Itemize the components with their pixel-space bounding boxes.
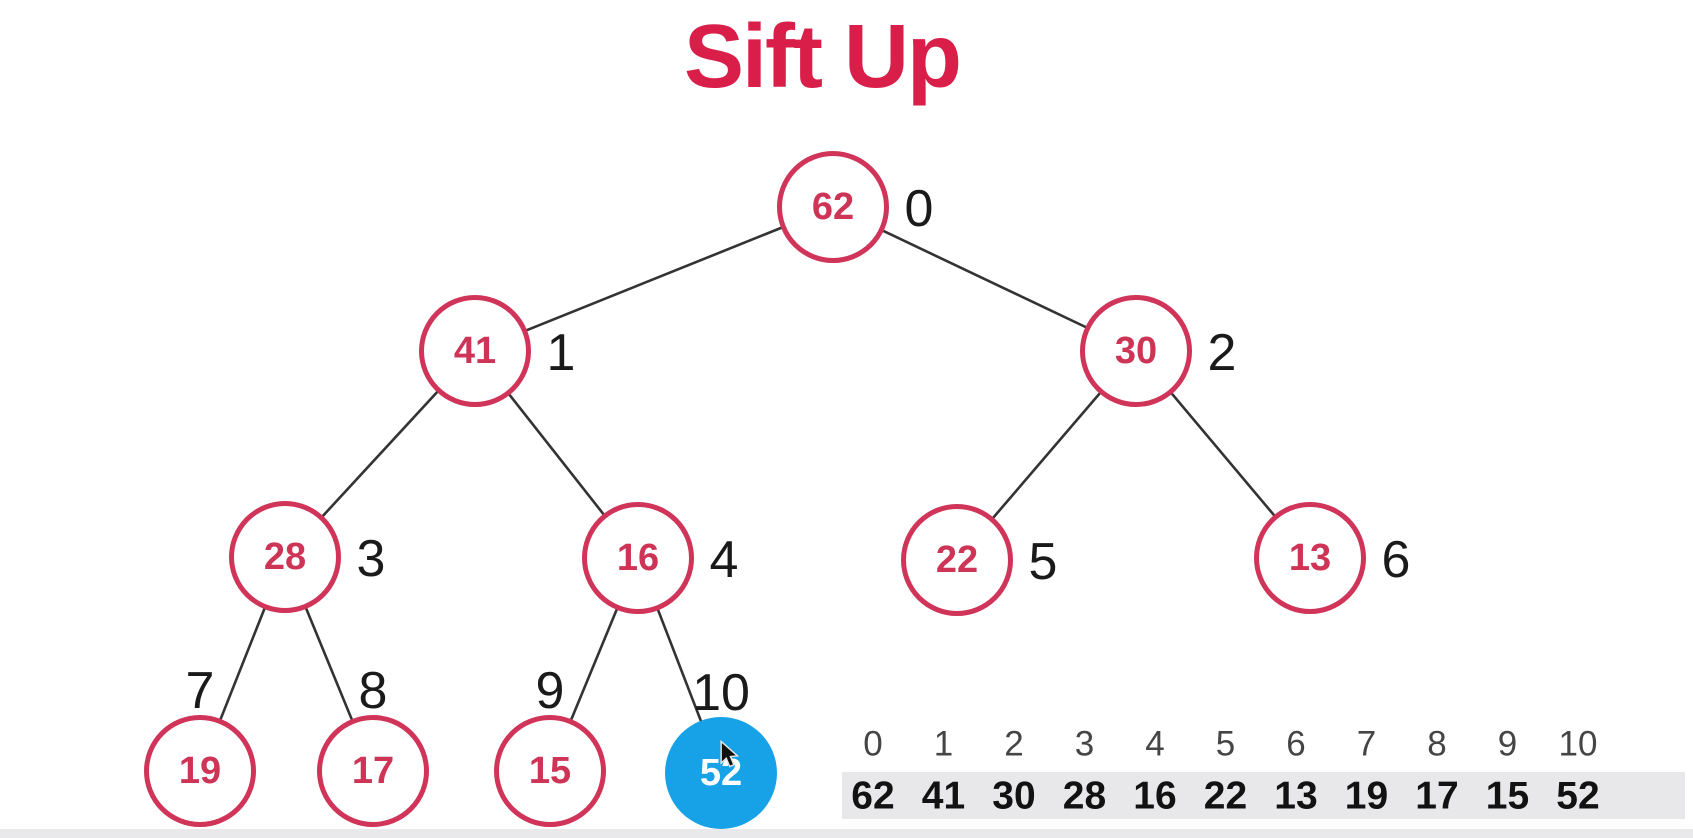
array-value-cell: 62: [851, 774, 895, 818]
node-value: 62: [811, 185, 855, 228]
mouse-cursor: [720, 740, 740, 768]
tree-edge: [474, 205, 834, 353]
tree-node-16: 16: [582, 502, 694, 614]
node-value: 22: [935, 538, 979, 581]
tree-node-17: 17: [317, 715, 429, 827]
bottom-strip: [0, 829, 1693, 838]
node-index-label-3: 3: [356, 530, 386, 588]
node-index-label-7: 7: [185, 662, 215, 720]
node-value: 19: [178, 749, 222, 792]
array-value-cell: 28: [1062, 774, 1107, 818]
tree-node-19: 19: [144, 715, 256, 827]
node-value: 17: [351, 749, 395, 792]
array-index-cell: 9: [1497, 724, 1518, 764]
node-value: 41: [453, 329, 497, 372]
tree-node-22: 22: [901, 504, 1013, 616]
array-value-cell: 52: [1556, 774, 1600, 818]
array-index-cell: 4: [1145, 724, 1165, 764]
node-index-label-2: 2: [1207, 324, 1237, 382]
tree-node-52: 52: [665, 717, 777, 829]
array-index-cell: 7: [1356, 724, 1377, 764]
node-value: 30: [1114, 329, 1158, 372]
node-index-label-4: 4: [709, 531, 739, 589]
array-value-cell: 41: [921, 774, 966, 818]
page-title: Sift Up: [684, 7, 962, 107]
node-value: 13: [1288, 536, 1332, 579]
tree-node-30: 30: [1080, 295, 1192, 407]
tree-node-13: 13: [1254, 502, 1366, 614]
tree-node-41: 41: [419, 295, 531, 407]
array-index-cell: 5: [1215, 724, 1236, 764]
array-index-cell: 1: [933, 724, 954, 764]
array-index-cell: 2: [1004, 724, 1024, 764]
node-index-label-9: 9: [535, 662, 565, 720]
tree-node-62: 62: [777, 151, 889, 263]
node-index-label-10: 10: [692, 664, 750, 722]
node-value: 28: [263, 535, 307, 578]
node-value: 16: [616, 536, 660, 579]
array-band: [842, 772, 1685, 819]
tree-node-28: 28: [229, 501, 341, 613]
array-index-cell: 3: [1074, 724, 1095, 764]
node-index-label-5: 5: [1028, 533, 1058, 591]
node-value: 15: [528, 749, 572, 792]
node-index-label-1: 1: [546, 324, 576, 382]
array-value-cell: 30: [992, 774, 1036, 818]
array-value-cell: 15: [1485, 774, 1530, 818]
array-index-cell: 10: [1558, 724, 1598, 764]
array-value-cell: 22: [1203, 774, 1248, 818]
node-index-label-0: 0: [904, 180, 934, 238]
array-index-cell: 0: [863, 724, 883, 764]
array-value-cell: 19: [1344, 774, 1389, 818]
array-index-cell: 6: [1286, 724, 1306, 764]
array-value-cell: 17: [1415, 774, 1459, 818]
array-value-cell: 16: [1133, 774, 1177, 818]
array-index-cell: 8: [1427, 724, 1447, 764]
node-index-label-6: 6: [1381, 531, 1411, 589]
tree-node-15: 15: [494, 715, 606, 827]
node-index-label-8: 8: [358, 662, 388, 720]
array-value-cell: 13: [1274, 774, 1318, 818]
